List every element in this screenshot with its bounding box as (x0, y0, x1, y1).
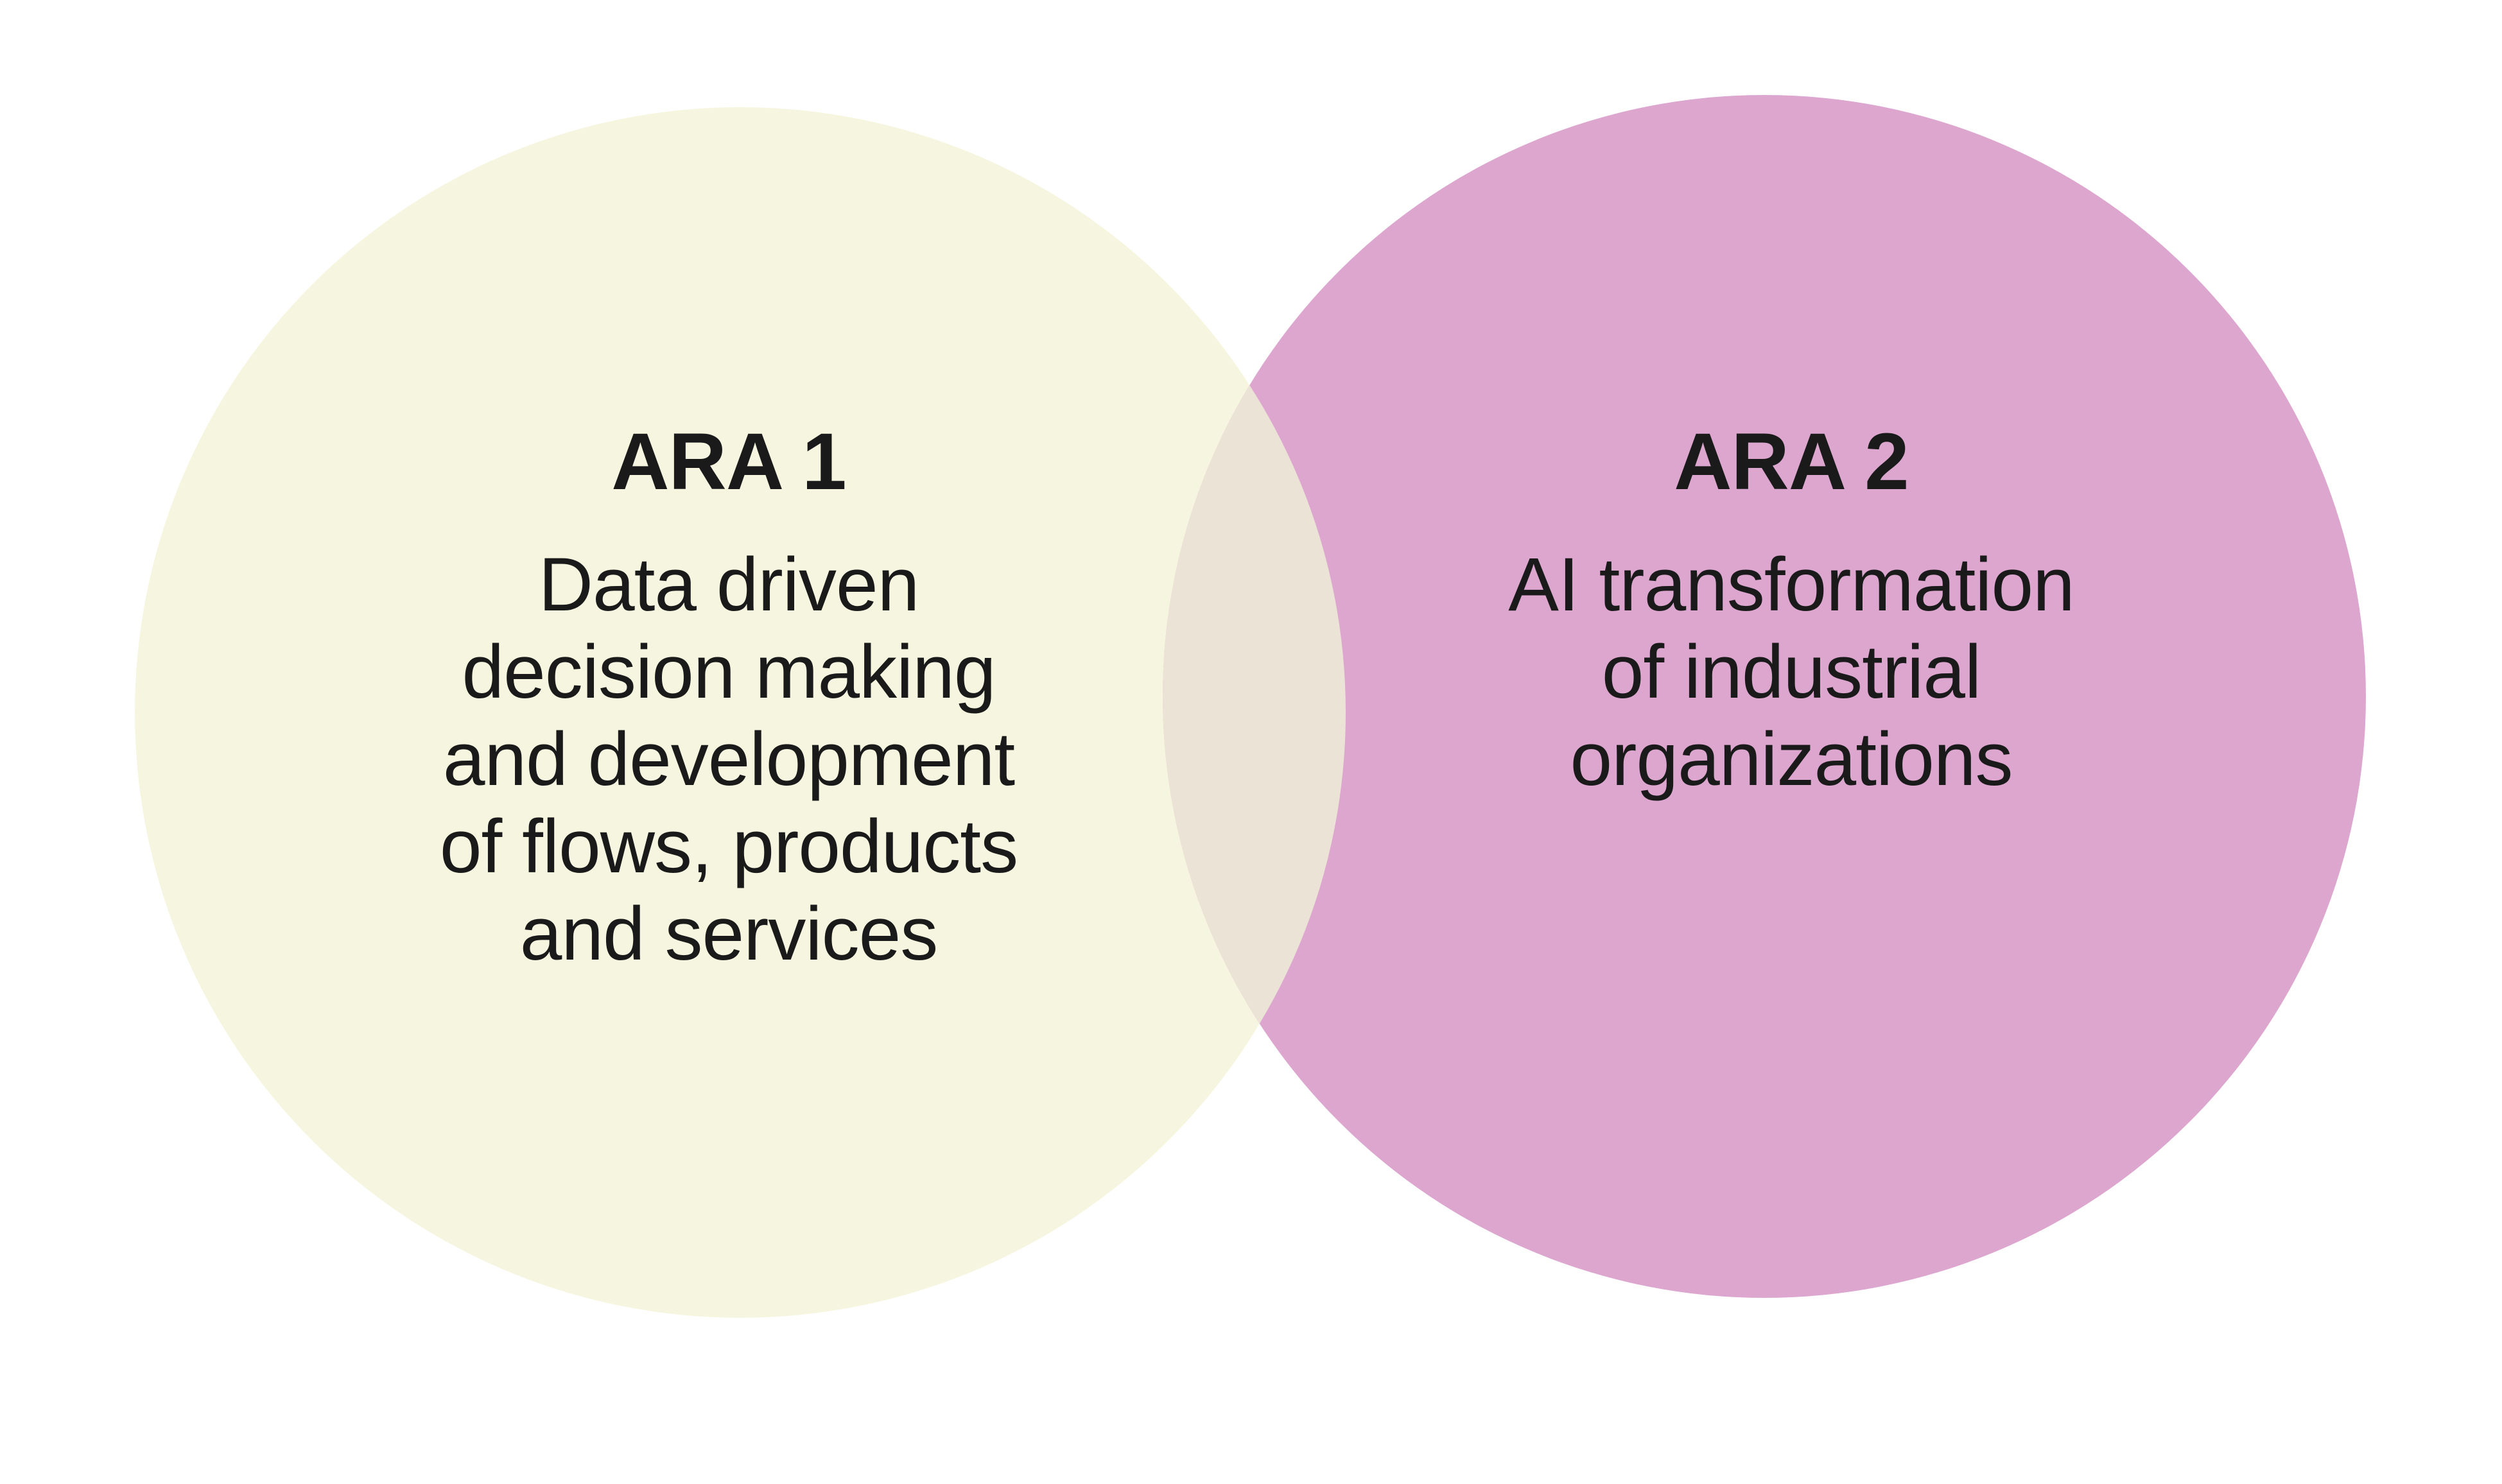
ara1-label-block: ARA 1 Data driven decision making and de… (279, 414, 1178, 978)
ara2-label-block: ARA 2 AI transformation of industrial or… (1342, 414, 2241, 803)
ara2-circle (1163, 95, 2366, 1298)
ara1-title: ARA 1 (611, 417, 846, 506)
ara1-description: Data driven decision making and developm… (439, 542, 1018, 976)
ara2-description: AI transformation of industrial organiza… (1508, 542, 2074, 802)
ara2-title: ARA 2 (1674, 417, 1909, 506)
ara1-circle (135, 107, 1346, 1318)
